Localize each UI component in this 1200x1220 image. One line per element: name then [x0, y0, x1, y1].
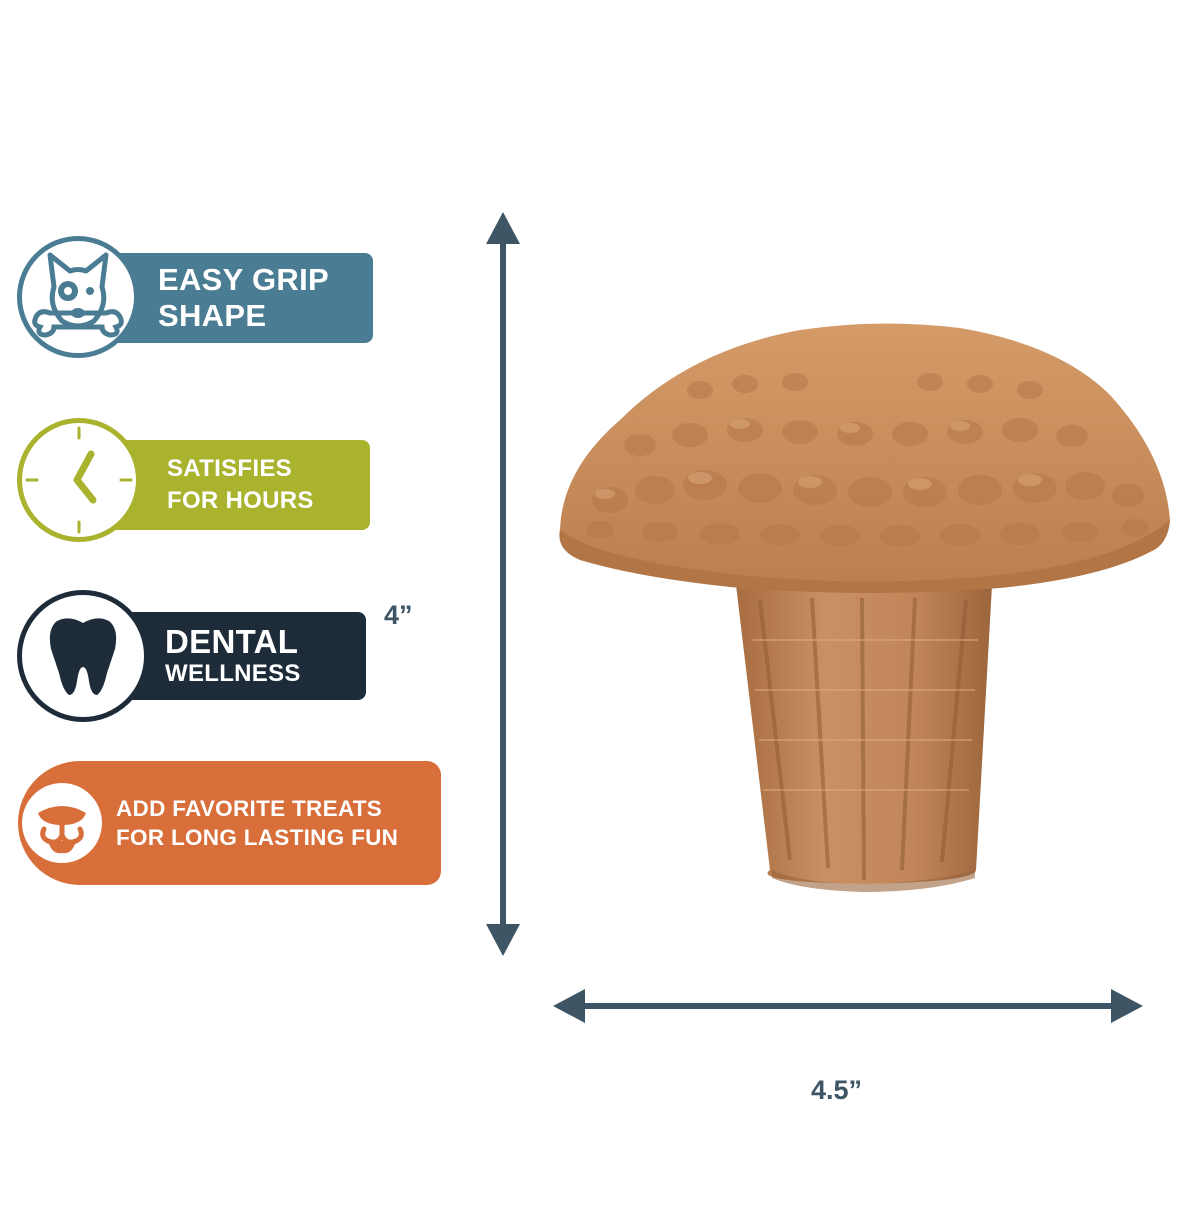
feature-line: SHAPE: [158, 298, 267, 333]
height-arrow: [486, 212, 520, 956]
feature-line: DENTAL: [165, 623, 299, 660]
mushroom-chew-toy-image: [559, 323, 1170, 892]
feature-line: SATISFIES: [167, 455, 292, 482]
feature-line: FOR HOURS: [167, 487, 314, 514]
clock-icon: [17, 418, 141, 542]
feature-line: ADD FAVORITE TREATS: [116, 796, 383, 821]
tooth-icon: [17, 590, 149, 722]
dog-face-icon: [17, 236, 139, 358]
width-dimension-label: 4.5”: [811, 1075, 863, 1105]
dog-snout-icon: [18, 779, 106, 867]
height-dimension-label: 4”: [384, 600, 413, 630]
feature-label-treats: ADD FAVORITE TREATS FOR LONG LASTING FUN: [18, 761, 441, 885]
feature-line: WELLNESS: [165, 660, 301, 687]
width-arrow: [553, 989, 1143, 1023]
feature-line: FOR LONG LASTING FUN: [116, 825, 399, 850]
feature-line: EASY GRIP: [158, 262, 329, 297]
